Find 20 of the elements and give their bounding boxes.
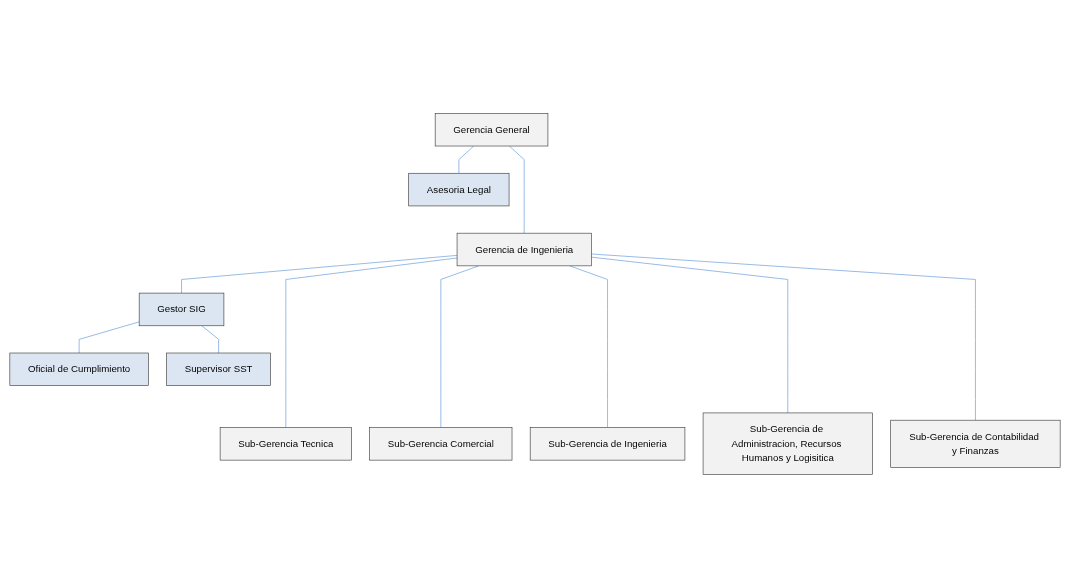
- connector: [201, 324, 220, 353]
- connector: [590, 253, 976, 421]
- node-box: Oficial de Cumplimiento: [9, 352, 149, 386]
- node-box: Gerencia General: [434, 112, 549, 146]
- node-box: Sub-Gerencia de Ingenieria: [529, 426, 686, 460]
- node-box: Gestor SIG: [138, 292, 225, 326]
- connector: [569, 264, 608, 428]
- node-box: Gerencia de Ingenieria: [456, 232, 592, 266]
- connector: [78, 320, 140, 353]
- connector: [590, 256, 789, 413]
- node-box: Asesoria Legal: [408, 172, 510, 206]
- connector: [508, 145, 525, 234]
- node-box: Sub-Gerencia Tecnica: [219, 426, 352, 460]
- node-box: Sub-Gerencia de Administracion, Recursos Humanos y Logisitica: [702, 412, 873, 475]
- node-box: Supervisor SST: [166, 352, 271, 386]
- node-box: Sub-Gerencia de Contabilidad y Finanzas: [890, 419, 1061, 468]
- connector: [181, 254, 458, 294]
- connector: [458, 145, 475, 174]
- connector: [285, 257, 458, 428]
- node-box: Sub-Gerencia Comercial: [369, 426, 513, 460]
